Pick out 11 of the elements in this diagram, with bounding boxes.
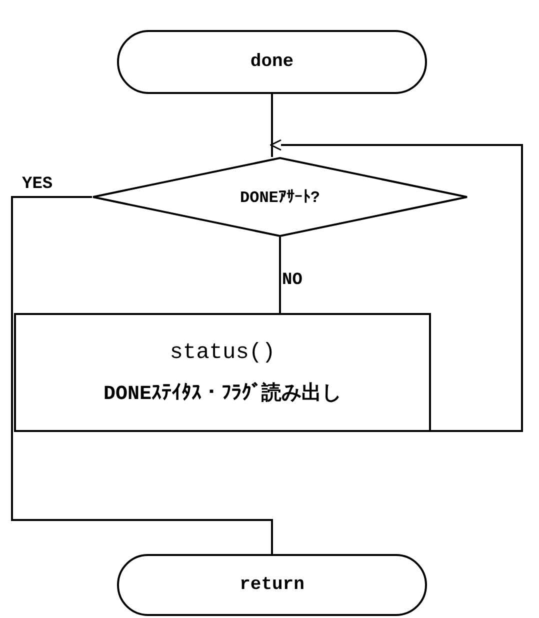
connector-line (11, 196, 273, 554)
decision-diamond (92, 157, 468, 237)
terminal-label: done (250, 52, 294, 72)
connector-line (271, 94, 273, 157)
arrow (270, 139, 523, 432)
process-text: DONEｽﾃｲﾀｽ・ﾌﾗｸﾞ読み出し (103, 381, 342, 406)
process-box (14, 313, 431, 432)
terminal-label: return (240, 575, 304, 595)
connector-line (279, 237, 281, 313)
condition-text: DONEｱｻｰﾄ? (240, 188, 320, 206)
function-name: status() (170, 340, 276, 364)
